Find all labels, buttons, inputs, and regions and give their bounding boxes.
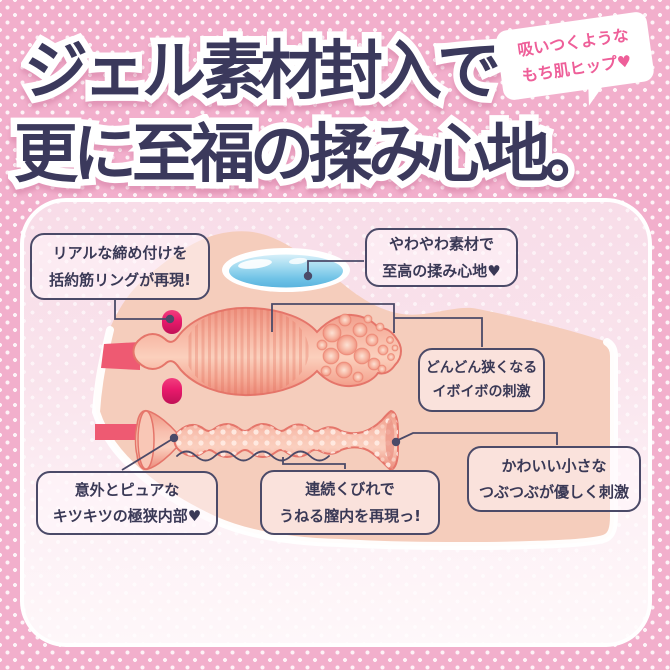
sphincter-ring-bottom <box>162 378 182 404</box>
exit-funnel-slot <box>385 419 395 461</box>
gel-highlight <box>238 259 272 269</box>
callout-narrowing-bumps-line2: イボイボの刺激 <box>432 384 531 400</box>
callout-continuous-waist-line1: 連続くびれで <box>305 480 395 499</box>
lower-entry-tube <box>95 424 141 440</box>
callout-soft-material-line1: やわやわ素材で <box>388 235 494 254</box>
headline-line1-outline: ジェル素材封入で <box>18 29 508 116</box>
gel-material <box>222 248 350 292</box>
callout-soft-material-line2: 至高の揉み心地♥ <box>382 261 501 280</box>
nub-bumps <box>316 313 399 383</box>
callout-continuous-waist: 連続くびれで うねる膣内を再現っ! <box>260 470 440 535</box>
connector-tight-interior <box>121 437 175 471</box>
gel-blue-pool <box>229 254 343 288</box>
headline-line1-text: ジェル素材封入で <box>24 35 501 109</box>
connector-continuous-waist <box>282 457 346 469</box>
headline-line1: ジェル素材封入で ジェル素材封入で <box>18 20 508 116</box>
dot-tight-interior <box>169 433 179 443</box>
callout-connectors <box>114 260 558 471</box>
dot-small-granules <box>391 437 401 447</box>
callout-narrowing-bumps-line1: どんどん狭くなる <box>425 359 538 376</box>
connector-sphincter-ring <box>114 300 168 320</box>
headline-line2-outline: 更に至福の揉み心地。 <box>8 112 616 199</box>
callout-soft-material: やわやわ素材で 至高の揉み心地♥ <box>365 228 518 287</box>
callout-small-granules: かわいい小さな つぶつぶが優しく刺激 <box>467 446 641 512</box>
headline-line2: 更に至福の揉み心地。 更に至福の揉み心地。 <box>8 103 616 199</box>
callout-small-granules-line1: かわいい小さな <box>501 456 607 475</box>
callout-tight-interior-line2: キツキツの極狭内部♥ <box>52 507 202 525</box>
callout-sphincter-ring-line1: リアルな締め付けを <box>52 244 188 263</box>
callout-tight-interior: 意外とピュアな キツキツの極狭内部♥ <box>36 471 218 535</box>
callout-continuous-waist-line2: うねる膣内を再現っ! <box>279 506 421 525</box>
connector-soft-material <box>307 260 364 274</box>
upper-entry-tube <box>101 342 140 370</box>
dot-sphincter-ring <box>165 314 175 324</box>
callout-sphincter-ring-line2: 括約筋リングが再現! <box>49 270 191 289</box>
rib-texture <box>185 307 309 396</box>
dot-soft-material <box>303 271 313 281</box>
entrance-funnel-rim <box>137 410 155 470</box>
connector-narrowing-bumps <box>271 303 483 347</box>
callout-sphincter-ring: リアルな締め付けを 括約筋リングが再現! <box>30 233 210 300</box>
connector-small-granules <box>395 432 558 445</box>
callout-narrowing-bumps: どんどん狭くなる イボイボの刺激 <box>418 348 545 412</box>
connector-dots <box>165 271 401 447</box>
headline-line2-text: 更に至福の揉み心地。 <box>14 118 609 192</box>
lower-tunnel <box>95 409 399 471</box>
wave-motion-line <box>176 450 330 462</box>
gel-highlight-small <box>289 257 307 265</box>
callout-small-granules-line2: つぶつぶが優しく刺激 <box>478 483 629 501</box>
callout-tight-interior-line1: 意外とピュアな <box>74 480 180 499</box>
